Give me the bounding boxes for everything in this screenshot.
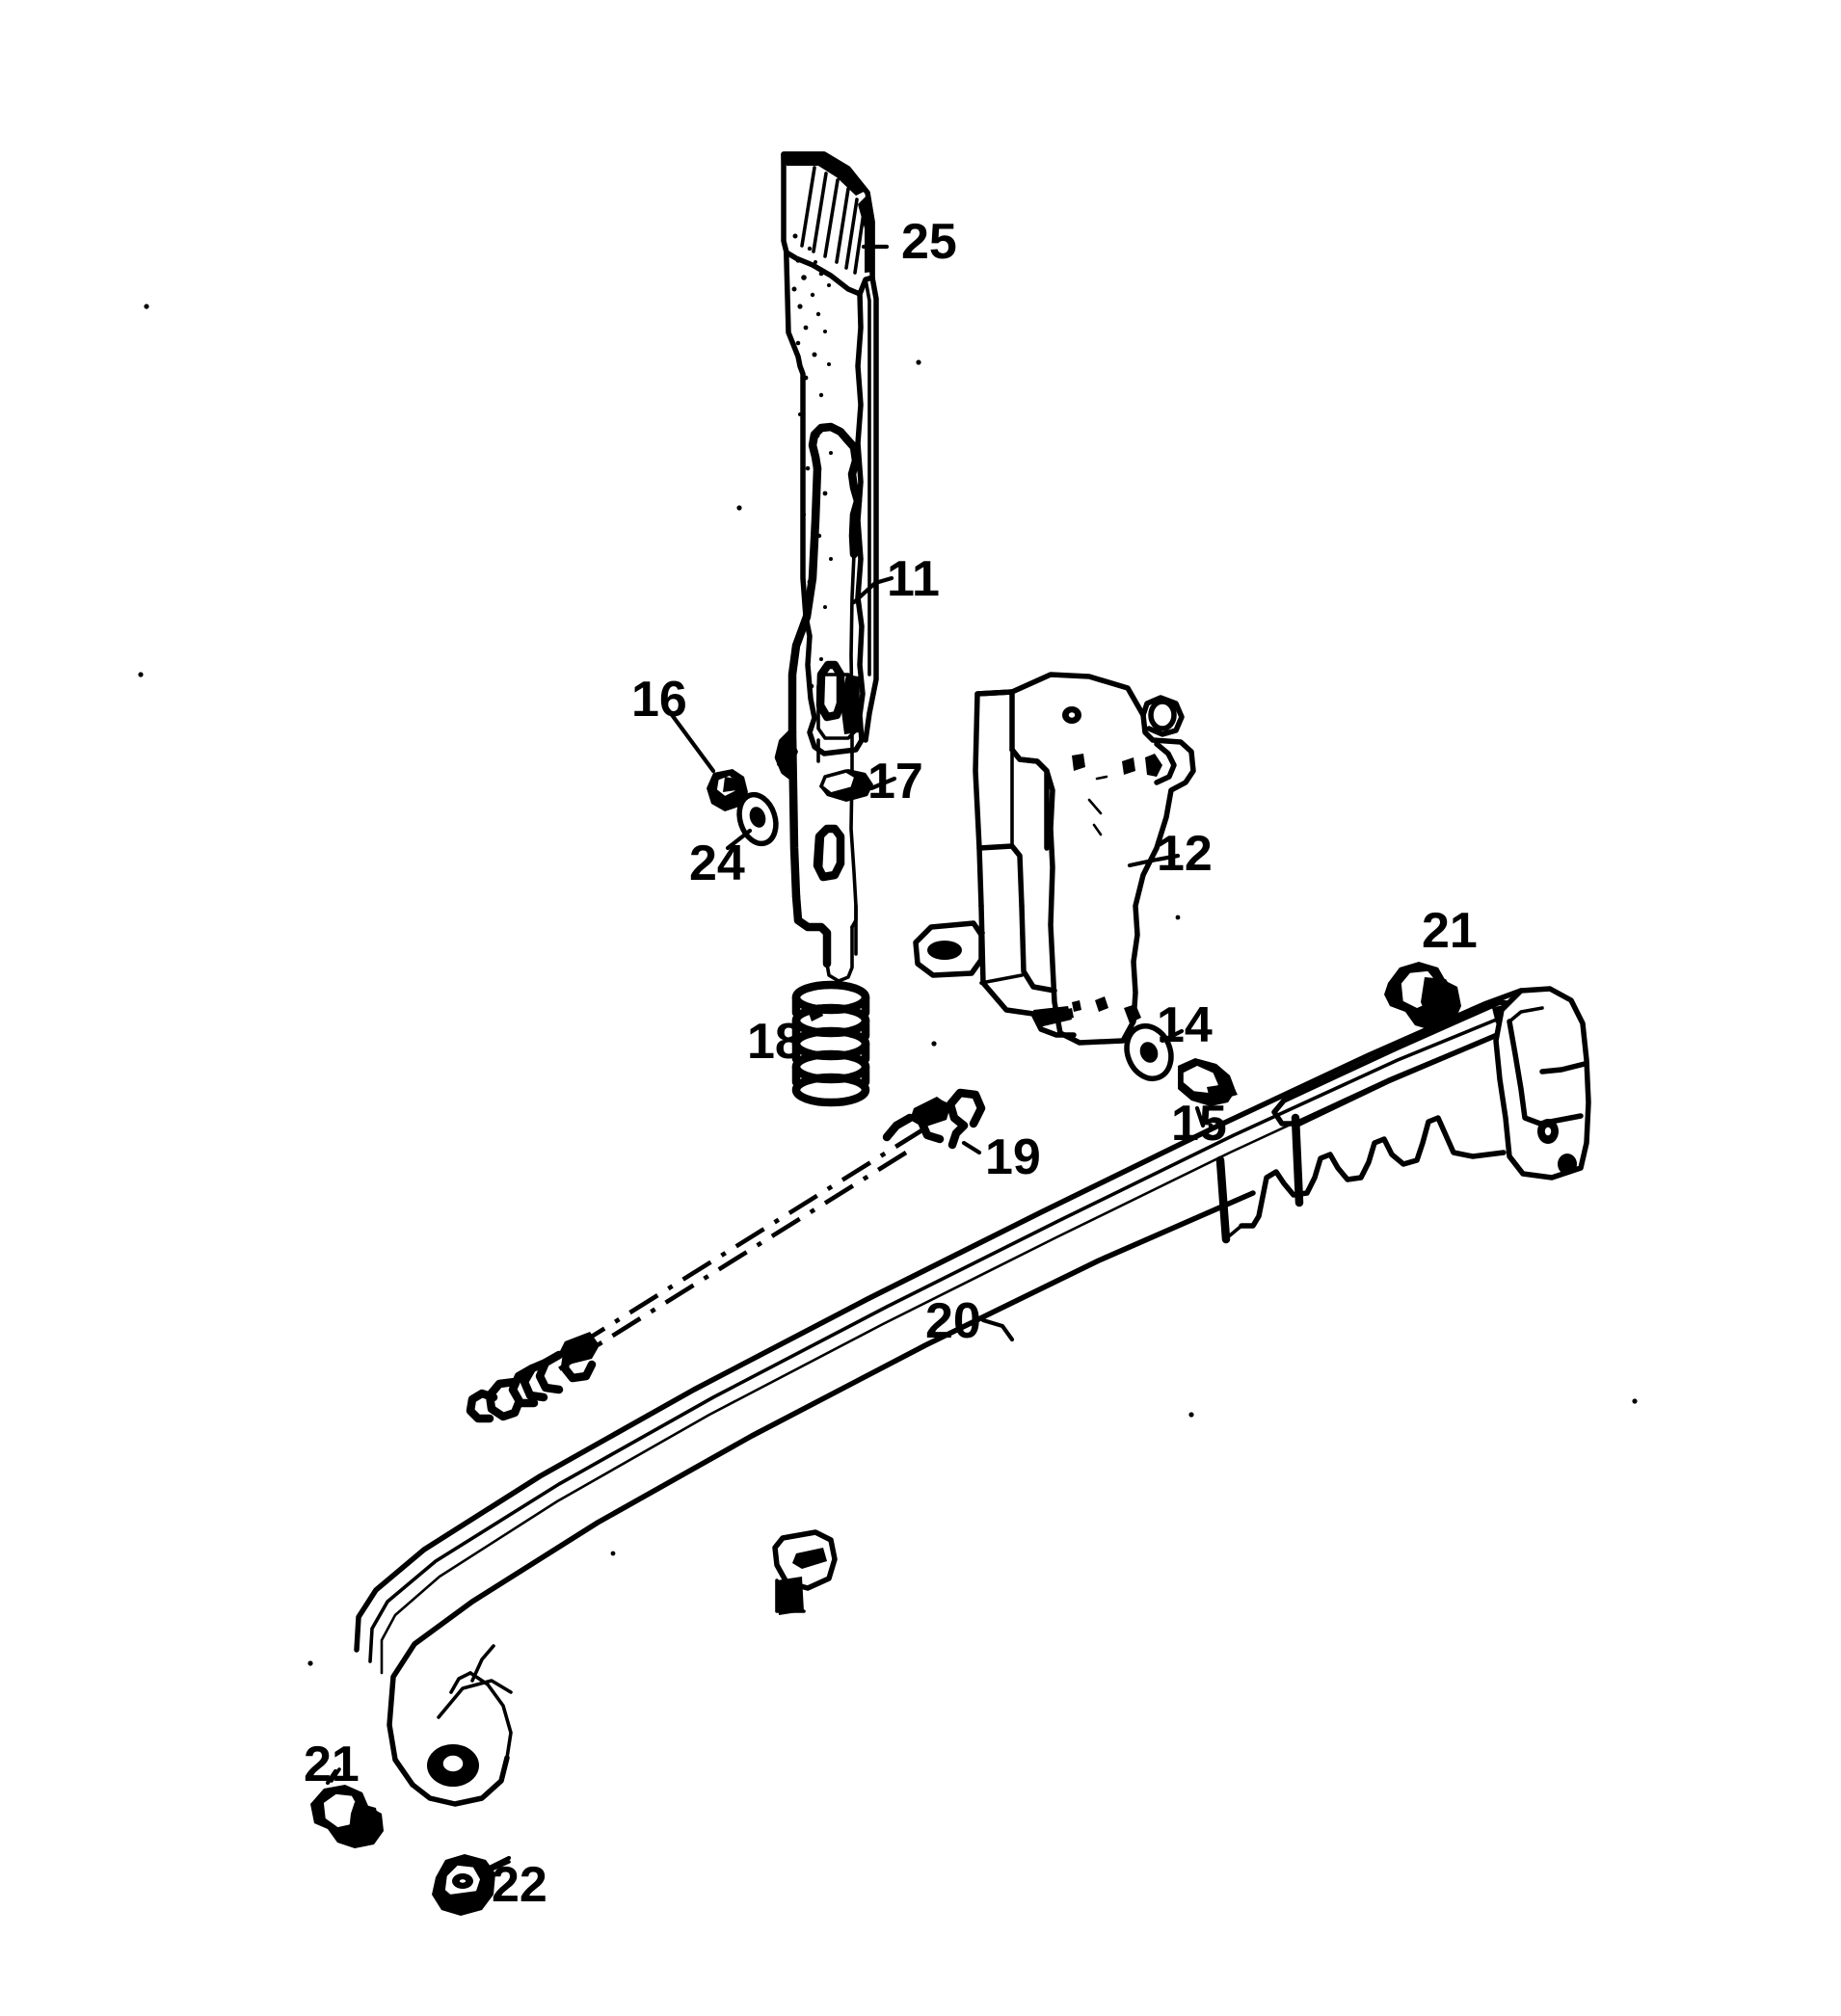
callout-21-bottom: 21 (304, 1737, 360, 1792)
lever-pivot-eye (410, 1671, 513, 1807)
leader-15 (1194, 1105, 1206, 1128)
part-19-extension-spring (466, 1088, 986, 1423)
part-21-bolt-top (1384, 962, 1461, 1031)
part-16-nut (707, 769, 748, 811)
leader-24 (725, 828, 753, 851)
print-specks (138, 304, 1638, 1666)
leader-14 (1160, 1028, 1185, 1044)
callout-20: 20 (925, 1293, 981, 1349)
part-20-hand-brake-lever (354, 986, 1591, 1807)
callout-24: 24 (689, 836, 745, 891)
callout-15: 15 (1171, 1096, 1227, 1152)
part-21-bolt-bottom (310, 1767, 384, 1848)
callout-11: 11 (887, 551, 940, 607)
callout-19: 19 (985, 1129, 1041, 1185)
callout-17: 17 (867, 754, 923, 809)
part-14-washer (1124, 1023, 1174, 1081)
callout-12: 12 (1157, 826, 1213, 882)
part-11-release-pawl-lever (774, 422, 863, 983)
leader-21-bottom (325, 1768, 338, 1786)
callout-22: 22 (492, 1857, 547, 1913)
grip-ribs (800, 166, 866, 275)
leader-11 (851, 575, 894, 605)
part-12-mounting-bracket (913, 672, 1196, 1046)
leader-12 (1127, 853, 1181, 868)
leader-22 (487, 1855, 512, 1870)
lever-mid-tab (772, 1529, 838, 1615)
callout-25: 25 (901, 214, 957, 270)
callout-18: 18 (747, 1014, 803, 1070)
leader-19 (961, 1140, 982, 1155)
callout-14: 14 (1157, 997, 1213, 1053)
leader-17 (868, 776, 897, 791)
part-17-pivot-pin (819, 769, 873, 802)
leader-18 (787, 1030, 811, 1042)
callout-16: 16 (631, 672, 687, 728)
leader-16 (664, 705, 716, 774)
part-18-compression-spring (791, 980, 870, 1107)
part-15-bolt (1178, 1058, 1238, 1106)
leader-20 (980, 1317, 1015, 1342)
part-22-nut (432, 1854, 511, 1916)
callout-21-top: 21 (1422, 903, 1478, 959)
